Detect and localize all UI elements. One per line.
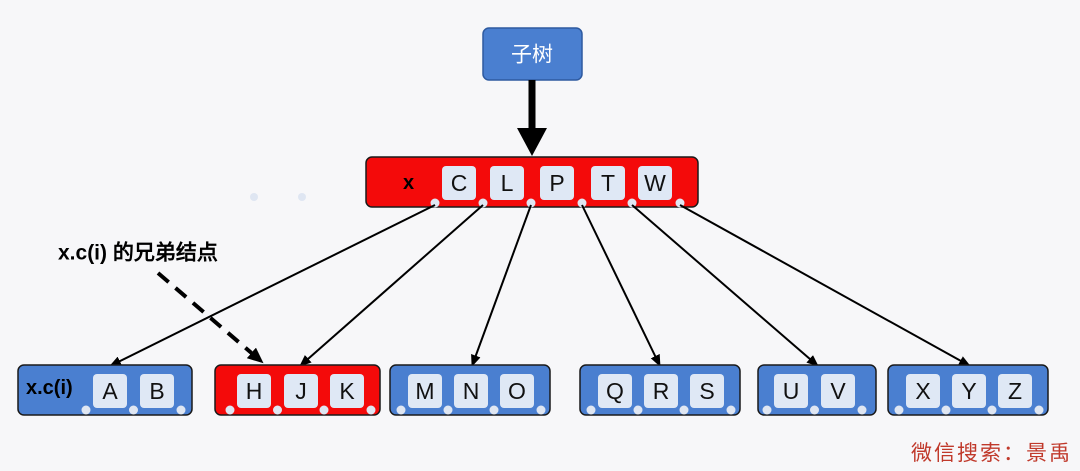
child-node: Q R S <box>579 364 741 416</box>
child-edge <box>631 204 819 367</box>
child-key: O <box>508 378 526 404</box>
child-key: B <box>149 378 164 404</box>
child-key: H <box>246 378 263 404</box>
child-pointer-dot <box>586 405 596 415</box>
annotation-text: x.c(i) 的兄弟结点 <box>58 241 218 265</box>
child-pointer-dot <box>810 405 819 415</box>
child-key-box <box>952 374 986 408</box>
child-key: R <box>653 378 670 404</box>
watermark: 微信搜索：景禹 <box>911 441 1072 465</box>
child-pointer-dot <box>1034 405 1044 415</box>
root-pointer-dot <box>577 198 587 208</box>
child-pointer-dot <box>443 405 453 415</box>
child-pointer-dot <box>319 405 329 415</box>
child-edge <box>471 204 532 367</box>
child-key: A <box>102 378 118 404</box>
root-key-box <box>638 166 672 200</box>
subtree-node: 子树 <box>482 27 583 81</box>
child-pointer-dot <box>726 405 736 415</box>
sibling-annotation: x.c(i) 的兄弟结点 <box>58 241 264 364</box>
child-pointer-dot <box>987 405 997 415</box>
root-key: P <box>549 170 564 196</box>
child-key: K <box>339 378 355 404</box>
child-key: Z <box>1008 378 1022 404</box>
edges <box>109 204 971 367</box>
child-pointer-dot <box>489 405 499 415</box>
root-key: W <box>644 170 666 196</box>
child-key-box <box>500 374 534 408</box>
child-node: M N O <box>389 364 551 416</box>
child-pointer-dot <box>536 405 546 415</box>
child-edge <box>109 204 436 367</box>
decorative-dot <box>298 193 306 201</box>
child-key: N <box>463 378 480 404</box>
root-pointer-dot <box>478 198 488 208</box>
child-edge <box>581 204 661 367</box>
root-key: T <box>601 170 615 196</box>
child-key-box <box>284 374 318 408</box>
child-key-box <box>140 374 174 408</box>
root-key-box <box>490 166 524 200</box>
child-key: J <box>295 378 307 404</box>
child-key-box <box>408 374 442 408</box>
child-key-box <box>774 374 808 408</box>
child-key-box <box>690 374 724 408</box>
child-key: Q <box>606 378 624 404</box>
child-key-box <box>644 374 678 408</box>
child-key-box <box>93 374 127 408</box>
child-pointer-dot <box>894 405 904 415</box>
child-pointer-dot <box>762 405 772 415</box>
child-pointer-dot <box>366 405 376 415</box>
child-key-box <box>821 374 855 408</box>
root-key-box <box>442 166 476 200</box>
child-edge <box>679 204 971 367</box>
subtree-arrow <box>517 80 547 156</box>
root-key: L <box>501 170 514 196</box>
child-key: V <box>830 378 846 404</box>
child-pointer-dot <box>396 405 406 415</box>
child-pointer-dot <box>273 405 282 415</box>
child-key: S <box>699 378 714 404</box>
child-key: U <box>783 378 800 404</box>
child-pointer-dot <box>129 405 138 415</box>
child-key-box <box>237 374 271 408</box>
root-pointer-dot <box>627 198 637 208</box>
child-edge <box>299 204 484 367</box>
child-pointer-dot <box>857 405 867 415</box>
root-key: C <box>451 170 468 196</box>
root-label: x <box>403 172 414 194</box>
child-key: Y <box>961 378 976 404</box>
child-key-box <box>598 374 632 408</box>
subtree-label: 子树 <box>511 44 553 67</box>
child-pointer-dot <box>941 405 951 415</box>
child-pointer-dot <box>225 405 235 415</box>
root-key-box <box>540 166 574 200</box>
decorative-dot <box>250 193 258 201</box>
child-key-box <box>330 374 364 408</box>
child-node: X Y Z <box>887 364 1049 416</box>
root-key-box <box>591 166 625 200</box>
subtree-arrow-head <box>517 128 547 156</box>
child-pointer-dot <box>176 405 186 415</box>
child-key: X <box>915 378 930 404</box>
child-label: x.c(i) <box>26 377 73 399</box>
child-pointer-dot <box>679 405 689 415</box>
child-pointer-dot <box>633 405 643 415</box>
root-pointer-dot <box>526 198 536 208</box>
child-key-box <box>906 374 940 408</box>
child-node: x.c(i) A B <box>17 364 193 416</box>
child-pointer-dot <box>81 405 91 415</box>
child-key: M <box>415 378 434 404</box>
child-key-box <box>454 374 488 408</box>
child-key-box <box>998 374 1032 408</box>
